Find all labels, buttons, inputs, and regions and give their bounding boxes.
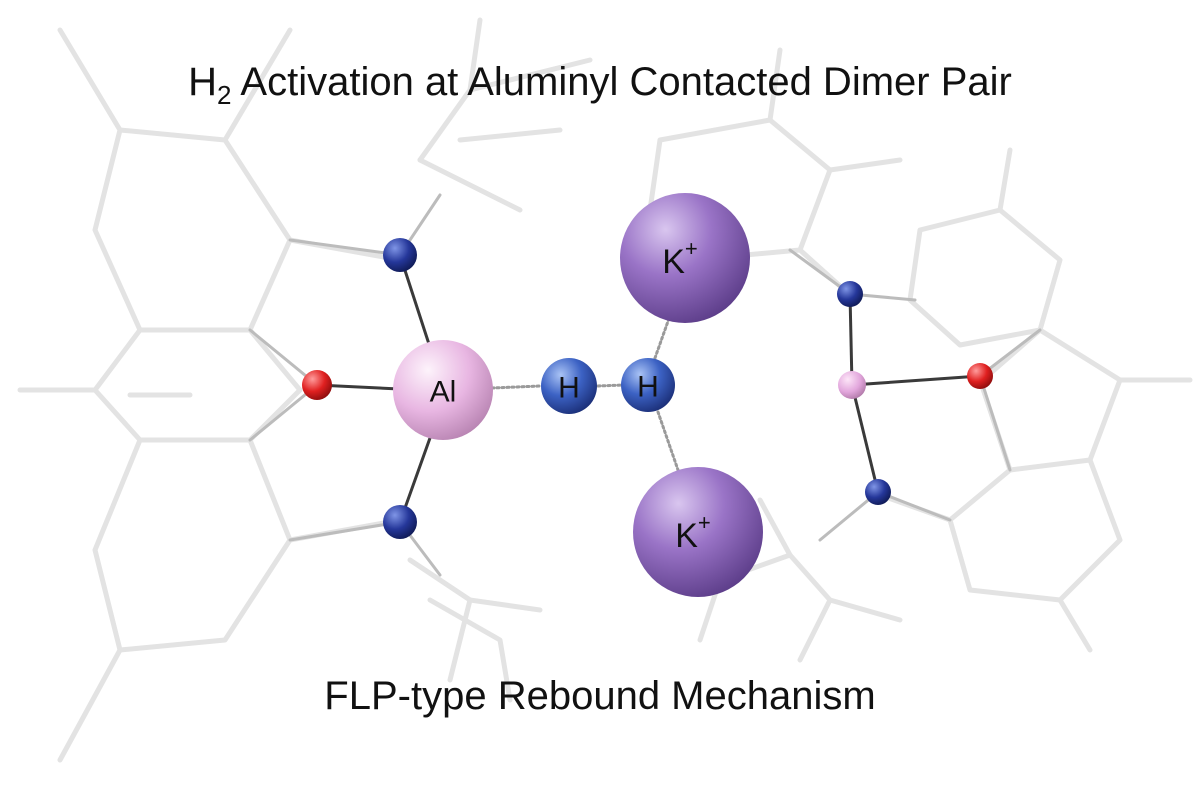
- aluminium-atom: Al: [393, 340, 493, 440]
- oxygen-atom-right: [967, 363, 993, 389]
- potassium-atom-bottom: K+: [633, 467, 763, 597]
- h-h-interaction: [596, 383, 626, 388]
- title-rest: Activation at Aluminyl Contacted Dimer P…: [231, 60, 1012, 104]
- svg-text:K+: K+: [675, 510, 711, 556]
- potassium-charge-top: +: [685, 236, 698, 261]
- potassium-label-top: K: [662, 243, 685, 281]
- left-ligand-wireframe: [17, 17, 593, 763]
- potassium-label-bottom: K: [675, 517, 698, 555]
- diagram-title: H2 Activation at Aluminyl Contacted Dime…: [0, 62, 1200, 108]
- aluminium-label: Al: [430, 376, 457, 409]
- al-h-interaction: [490, 384, 542, 390]
- oxygen-atom-left: [302, 370, 332, 400]
- hydrogen-label-1: H: [558, 372, 580, 405]
- right-aluminium-bonds: [788, 248, 1042, 542]
- title-subscript: 2: [217, 80, 232, 110]
- nitrogen-atom-right-top: [837, 281, 863, 307]
- hydrogen-atom-2: H: [621, 358, 675, 412]
- hydrogen-atom-1: H: [541, 358, 597, 414]
- h-k-bottom-interaction: [656, 410, 680, 472]
- svg-text:K+: K+: [662, 236, 698, 282]
- potassium-atom-top: K+: [620, 193, 750, 323]
- hydrogen-label-2: H: [637, 371, 659, 404]
- nitrogen-atom-left-top: [383, 238, 417, 272]
- potassium-charge-bottom: +: [698, 510, 711, 535]
- nitrogen-atom-right-bottom: [865, 479, 891, 505]
- diagram-subtitle: FLP-type Rebound Mechanism: [324, 674, 876, 718]
- nitrogen-atom-left-bottom: [383, 505, 417, 539]
- aluminium-atom-right: [838, 371, 866, 399]
- title-h: H: [188, 60, 218, 104]
